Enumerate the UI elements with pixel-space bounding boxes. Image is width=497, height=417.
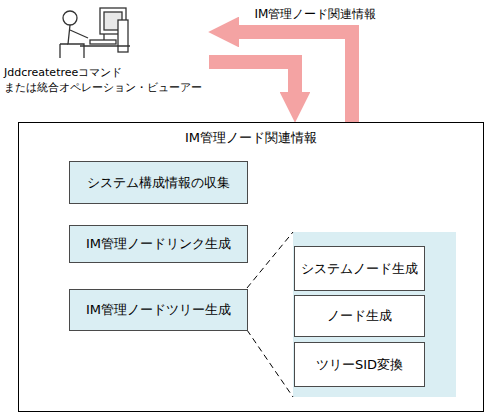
sub-process-box: システムノード生成 <box>294 246 425 291</box>
computer-tower <box>118 20 128 52</box>
node-text: システム構成情報の収集 <box>87 174 230 192</box>
system-frame: IM管理ノード関連情報システム構成情報の収集 IM管理ノードリンク生成 IM管理ノー… <box>18 122 484 412</box>
node-text: IM管理ノードリンク生成 <box>86 235 231 253</box>
user-at-computer-icon <box>60 8 130 58</box>
head <box>63 11 77 25</box>
sub-process-box: ツリーSID変換 <box>294 342 425 387</box>
sub-process-box: ノード生成 <box>294 295 425 337</box>
zoom-line <box>247 330 293 397</box>
node-text: システムノード生成 <box>301 260 418 278</box>
keyboard <box>90 40 116 44</box>
user-terminal: Jddcreatetreeコマンド または統合オペレーション・ビューアー <box>4 4 209 96</box>
process-box: システム構成情報の収集 <box>69 161 248 204</box>
monitor-stand <box>103 34 104 40</box>
process-box: IM管理ノードツリー生成 <box>69 289 248 331</box>
desk <box>80 45 130 46</box>
arm <box>70 30 88 38</box>
chair <box>60 44 68 58</box>
node-text: IM管理ノード関連情報 <box>19 129 483 147</box>
detail-panel <box>293 232 456 397</box>
node-text: ノード生成 <box>327 307 392 325</box>
node-text: Jddcreatetreeコマンド または統合オペレーション・ビューアー <box>4 66 209 96</box>
data-flow-arrow <box>209 62 295 92</box>
edge-label: IM管理ノード関連情報 <box>252 6 380 23</box>
process-box: IM管理ノードリンク生成 <box>69 225 248 263</box>
zoom-line <box>247 232 293 288</box>
node-text: IM管理ノードツリー生成 <box>86 301 231 319</box>
node-text: ツリーSID変換 <box>316 356 403 374</box>
